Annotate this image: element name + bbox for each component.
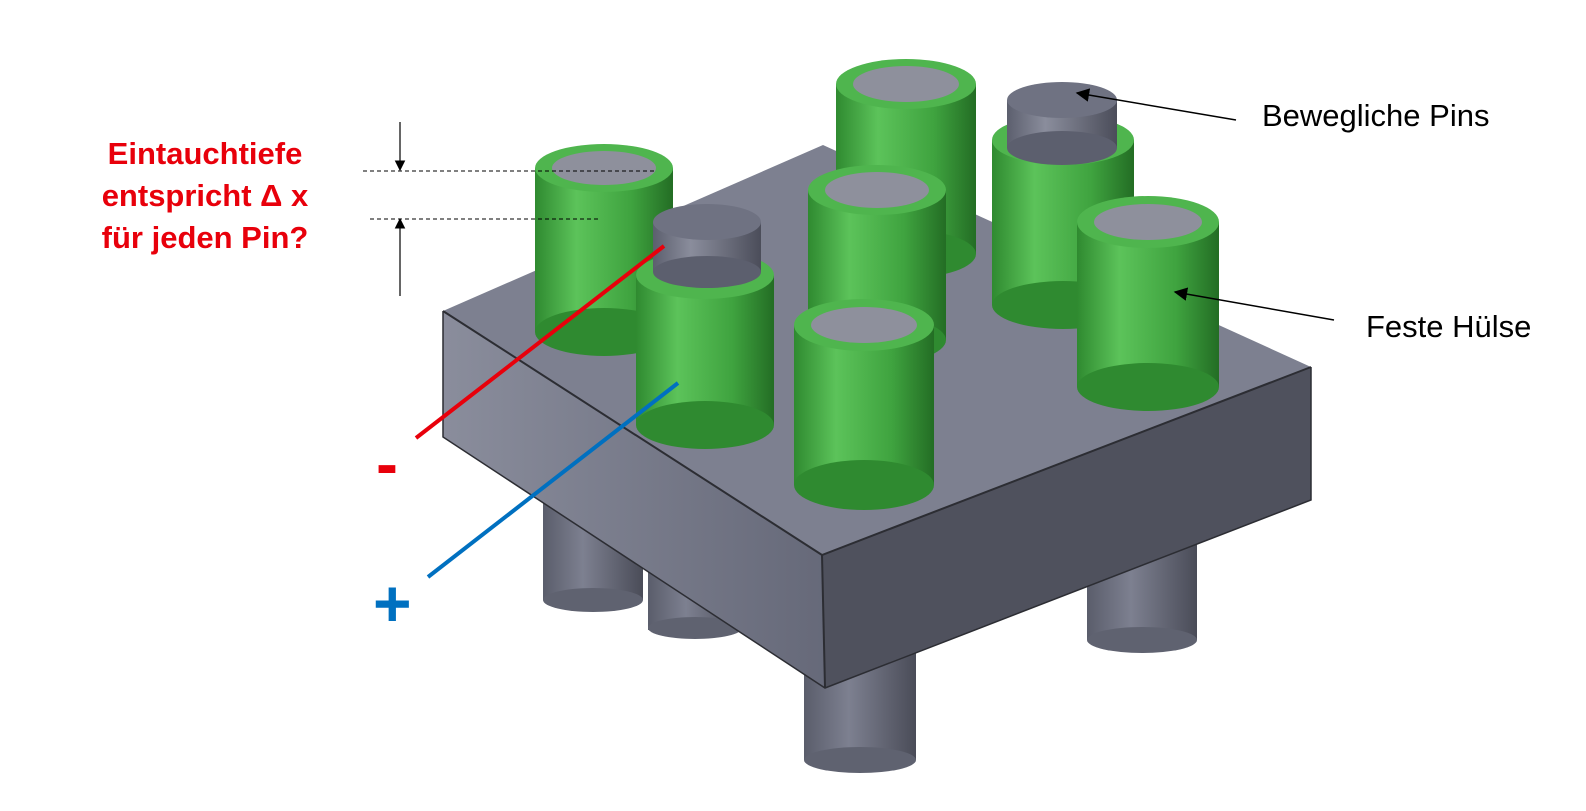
question-line-2: entspricht Δ x xyxy=(101,178,309,213)
label-moving-pins: Bewegliche Pins xyxy=(1262,98,1490,133)
callout-arrow-moving-pins xyxy=(1075,88,1237,121)
negative-lead-line xyxy=(414,244,666,440)
immersion-depth-question: Eintauchtiefe entspricht Δ x für jeden P… xyxy=(60,133,350,259)
sleeve-left-front xyxy=(636,251,774,449)
positive-sign: + xyxy=(373,566,412,640)
sleeve-right xyxy=(1077,196,1219,411)
positive-lead-line xyxy=(426,381,680,579)
sleeve-front xyxy=(794,299,934,510)
question-line-3: für jeden Pin? xyxy=(101,220,309,255)
negative-sign: - xyxy=(376,426,398,500)
callout-arrow-fixed-sleeve xyxy=(1173,287,1335,321)
label-fixed-sleeve: Feste Hülse xyxy=(1366,309,1532,344)
moving-pin-left-front xyxy=(653,204,761,288)
question-line-1: Eintauchtiefe xyxy=(107,136,303,171)
moving-pin-back-right xyxy=(1007,82,1117,165)
depth-dimension xyxy=(363,122,655,296)
